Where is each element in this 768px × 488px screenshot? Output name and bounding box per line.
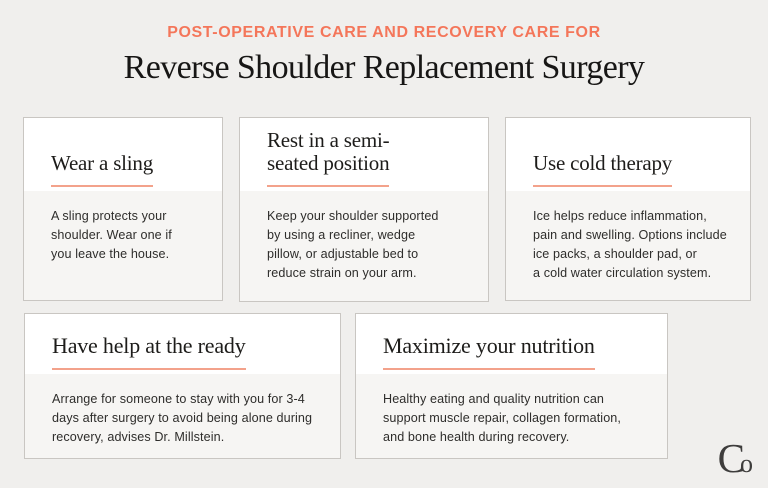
card-body-text: Healthy eating and quality nutrition can… — [383, 392, 622, 444]
card-rest-semi-seated: Rest in a semi- seated position Keep you… — [239, 117, 489, 302]
brand-logo-letter-o: o — [740, 449, 753, 478]
card-body-text: Arrange for someone to stay with you for… — [52, 392, 313, 444]
card-title-section: Have help at the ready — [25, 314, 340, 374]
card-title: Have help at the ready — [52, 334, 246, 370]
eyebrow-heading: POST-OPERATIVE CARE AND RECOVERY CARE FO… — [167, 24, 601, 41]
card-use-cold-therapy: Use cold therapy Ice helps reduce inflam… — [505, 117, 751, 301]
card-body-text: Ice helps reduce inflammation, pain and … — [533, 209, 727, 280]
brand-logo-letter-c: C — [717, 435, 745, 481]
card-title-section: Use cold therapy — [506, 118, 750, 191]
card-title-section: Wear a sling — [24, 118, 222, 191]
card-maximize-nutrition: Maximize your nutrition Healthy eating a… — [355, 313, 668, 459]
card-body-text: A sling protects your shoulder. Wear one… — [51, 209, 172, 261]
card-title-section: Rest in a semi- seated position — [240, 118, 488, 191]
card-title: Rest in a semi- seated position — [267, 128, 390, 187]
card-wear-a-sling: Wear a sling A sling protects your shoul… — [23, 117, 223, 301]
card-title: Use cold therapy — [533, 152, 672, 187]
card-title-section: Maximize your nutrition — [356, 314, 667, 374]
page-title: Reverse Shoulder Replacement Surgery — [123, 49, 645, 86]
card-title: Wear a sling — [51, 152, 153, 187]
card-have-help-ready: Have help at the ready Arrange for someo… — [24, 313, 341, 459]
card-title: Maximize your nutrition — [383, 334, 595, 370]
card-body-text: Keep your shoulder supported by using a … — [267, 209, 439, 280]
brand-logo: Co — [718, 438, 753, 479]
